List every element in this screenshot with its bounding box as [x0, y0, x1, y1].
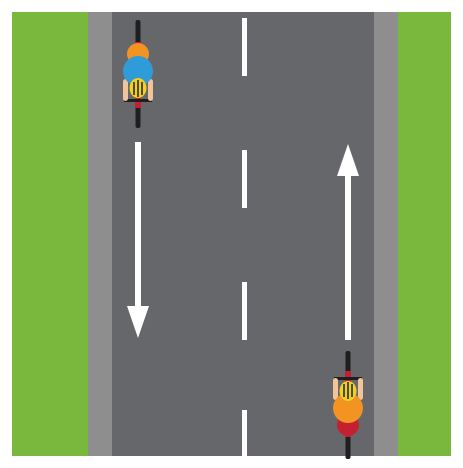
center-dash [242, 18, 247, 76]
shoulder-left [88, 12, 112, 456]
handlebar [124, 99, 152, 102]
grass-right [398, 12, 451, 456]
center-dash [242, 410, 247, 456]
arrow-shaft [135, 142, 141, 312]
shoulder-right [374, 12, 398, 456]
center-dash [242, 282, 247, 340]
grass-left [12, 12, 88, 456]
arrow-shaft [345, 170, 351, 340]
arm-left [148, 79, 153, 101]
arm-right [123, 79, 128, 101]
center-dash [242, 150, 247, 208]
arm-left [333, 378, 338, 400]
handlebar [334, 377, 362, 380]
arm-right [358, 378, 363, 400]
